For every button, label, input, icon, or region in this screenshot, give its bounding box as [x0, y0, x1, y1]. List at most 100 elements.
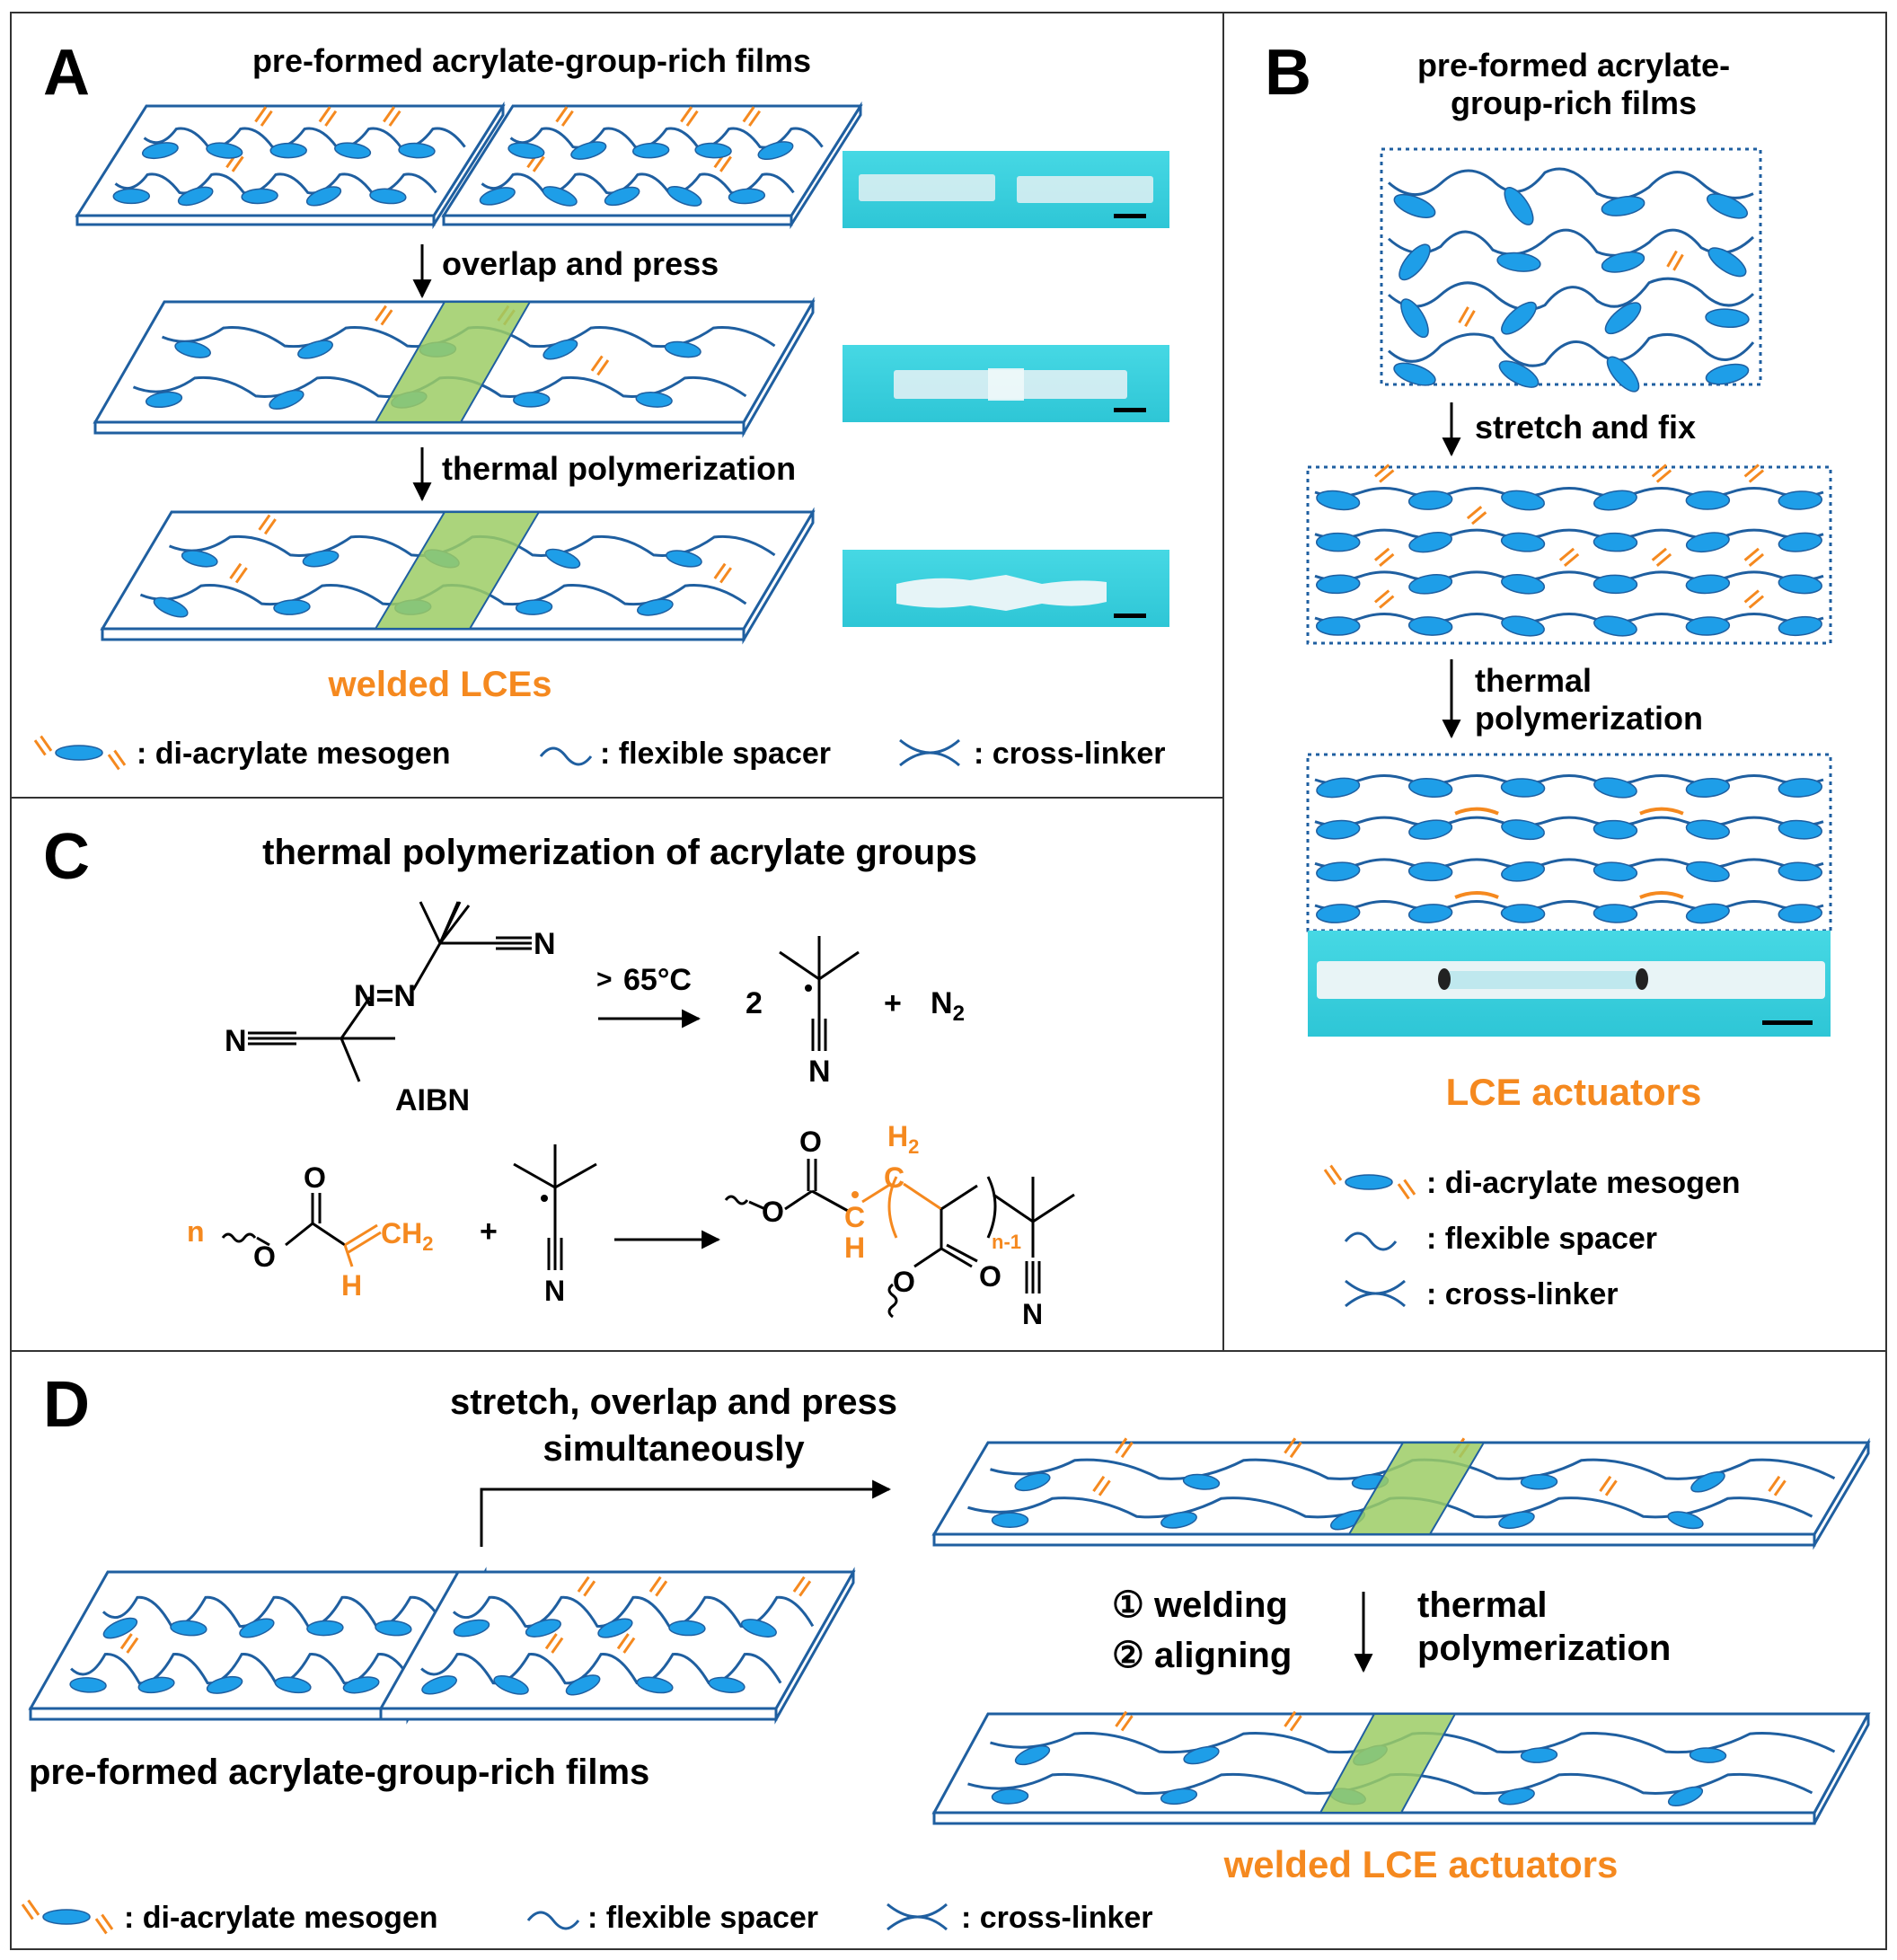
acrylate-group-icon: [649, 1576, 668, 1597]
mesogen-icon: [1593, 777, 1637, 799]
panel-b-title-line2: group-rich films: [1451, 84, 1697, 121]
spacer-chain: [1314, 900, 1824, 911]
step-overlap-label: overlap and press: [442, 245, 719, 282]
mesogen-icon: [728, 188, 766, 205]
spacer-icon: [539, 746, 593, 766]
mesogen-icon: [1407, 861, 1453, 882]
network-b1: [1387, 167, 1755, 393]
acrylate-group-icon: [1373, 589, 1395, 609]
acrylate-monomer: [221, 1193, 382, 1267]
acrylate-group-icon: [1651, 464, 1672, 483]
crosslinker-icon: [887, 1903, 948, 1919]
mesogen-icon: [1606, 356, 1640, 393]
radical-1: [779, 936, 860, 1051]
mesogen-icon: [1604, 302, 1642, 335]
mesogen-icon: [369, 188, 407, 205]
product-c2: C: [884, 1161, 904, 1194]
spacer-icon: [1344, 1232, 1398, 1251]
mesogen-icon: [1407, 778, 1453, 798]
aibn-label: AIBN: [395, 1083, 470, 1117]
mesogen-icon: [398, 142, 436, 159]
mesogen-icon: [342, 1676, 380, 1694]
mesogen-icon: [181, 550, 218, 568]
mesogen-icon: [1778, 574, 1822, 595]
mesogen-icon: [1500, 532, 1546, 552]
acrylate-group-icon: [1284, 1437, 1302, 1459]
acrylate-group-icon: [318, 106, 338, 127]
panel-a-title: pre-formed acrylate-group-rich films: [252, 42, 811, 79]
mesogen-icon: [1778, 904, 1823, 923]
network-b3: [1314, 774, 1824, 924]
acrylate-group-icon: [1743, 589, 1765, 609]
polymer-product: [724, 1159, 1075, 1319]
mesogen-icon: [708, 1676, 746, 1694]
step-thermal-label-a: thermal polymerization: [442, 450, 796, 487]
network-b2: [1314, 464, 1824, 637]
film-edge: [932, 1532, 1816, 1547]
mesogen-icon: [1685, 861, 1730, 882]
acrylate-group-icon: [742, 106, 762, 127]
films-label-d: pre-formed acrylate-group-rich films: [29, 1753, 649, 1792]
step-thermal-label-b-1: thermal: [1475, 662, 1592, 699]
acrylate-group-icon: [1092, 1475, 1111, 1496]
mesogen-icon: [1593, 861, 1638, 882]
legend-mesogen-label: : di-acrylate mesogen: [1426, 1166, 1741, 1200]
acrylate-group-icon: [33, 735, 53, 756]
film-edge: [932, 1811, 1816, 1825]
mesogen-icon: [631, 142, 670, 159]
film-b-stretched: [1306, 465, 1832, 645]
mesogen-icon: [1407, 616, 1453, 636]
mesogen-icon: [1408, 819, 1453, 840]
panel-d: D stretch, overlap and press simultaneou…: [21, 1369, 1871, 1935]
step-thermal-label-b-2: polymerization: [1475, 700, 1703, 737]
mesogen-icon: [1014, 1745, 1051, 1766]
polymerized-link: [1454, 807, 1499, 816]
mesogen-icon: [1393, 362, 1436, 386]
legend-spacer-label: : flexible spacer: [1426, 1222, 1657, 1256]
acrylate-group-icon: [1743, 464, 1765, 483]
legend-d: : di-acrylate mesogen: flexible spacer: …: [21, 1899, 1153, 1935]
mesogen-icon: [177, 186, 214, 207]
mesogen-icon: [1601, 251, 1646, 273]
crosslinker-icon: [1345, 1279, 1406, 1295]
legend-spacer-label: : flexible spacer: [587, 1901, 818, 1935]
film-edge: [29, 1707, 410, 1721]
legend-mesogen-label: : di-acrylate mesogen: [124, 1901, 438, 1935]
mesogen-icon: [153, 596, 189, 618]
weld-zone-d1: [1347, 1442, 1486, 1535]
mesogen-icon: [1393, 193, 1436, 218]
acrylate-group-icon: [107, 749, 127, 771]
mesogen-icon: [1705, 363, 1750, 385]
mesogen-icon: [1501, 301, 1537, 335]
mesogen-icon: [170, 1620, 207, 1637]
film-edge: [379, 1707, 778, 1721]
acrylate-group-icon: [680, 106, 699, 127]
radical-2-n: N: [544, 1275, 565, 1307]
legend-spacer-label: : flexible spacer: [600, 737, 831, 771]
mesogen-icon: [1685, 490, 1731, 510]
legend-crosslinker-label: : cross-linker: [974, 737, 1166, 771]
spacer-chain: [1387, 228, 1755, 257]
mesogen-icon: [666, 185, 702, 207]
mesogen-icon: [1498, 1511, 1535, 1530]
acrylate-group-icon: [1458, 306, 1476, 327]
mesogen-icon: [636, 598, 674, 616]
n2-label: N2: [931, 986, 965, 1026]
monomer-o-top: O: [304, 1161, 326, 1194]
legend-crosslinker-label: : cross-linker: [1426, 1277, 1619, 1311]
mesogen-icon: [635, 391, 673, 408]
mesogen-icon: [269, 389, 304, 411]
repeat-n-minus-1: n-1: [992, 1231, 1021, 1253]
plus-1: +: [884, 986, 902, 1020]
radical-dot-1: [805, 984, 812, 992]
panel-b-letter: B: [1265, 37, 1311, 109]
mesogen-icon: [570, 141, 607, 160]
mesogen-icon: [1685, 903, 1730, 924]
mesogen-icon: [542, 186, 578, 207]
temp-sign: >: [596, 965, 613, 994]
mesogen-icon: [1778, 861, 1823, 882]
polymerized-link: [1454, 891, 1499, 899]
coef-2: 2: [746, 986, 763, 1020]
acrylate-group-icon: [1115, 1437, 1134, 1459]
mesogen-icon: [69, 1677, 107, 1693]
